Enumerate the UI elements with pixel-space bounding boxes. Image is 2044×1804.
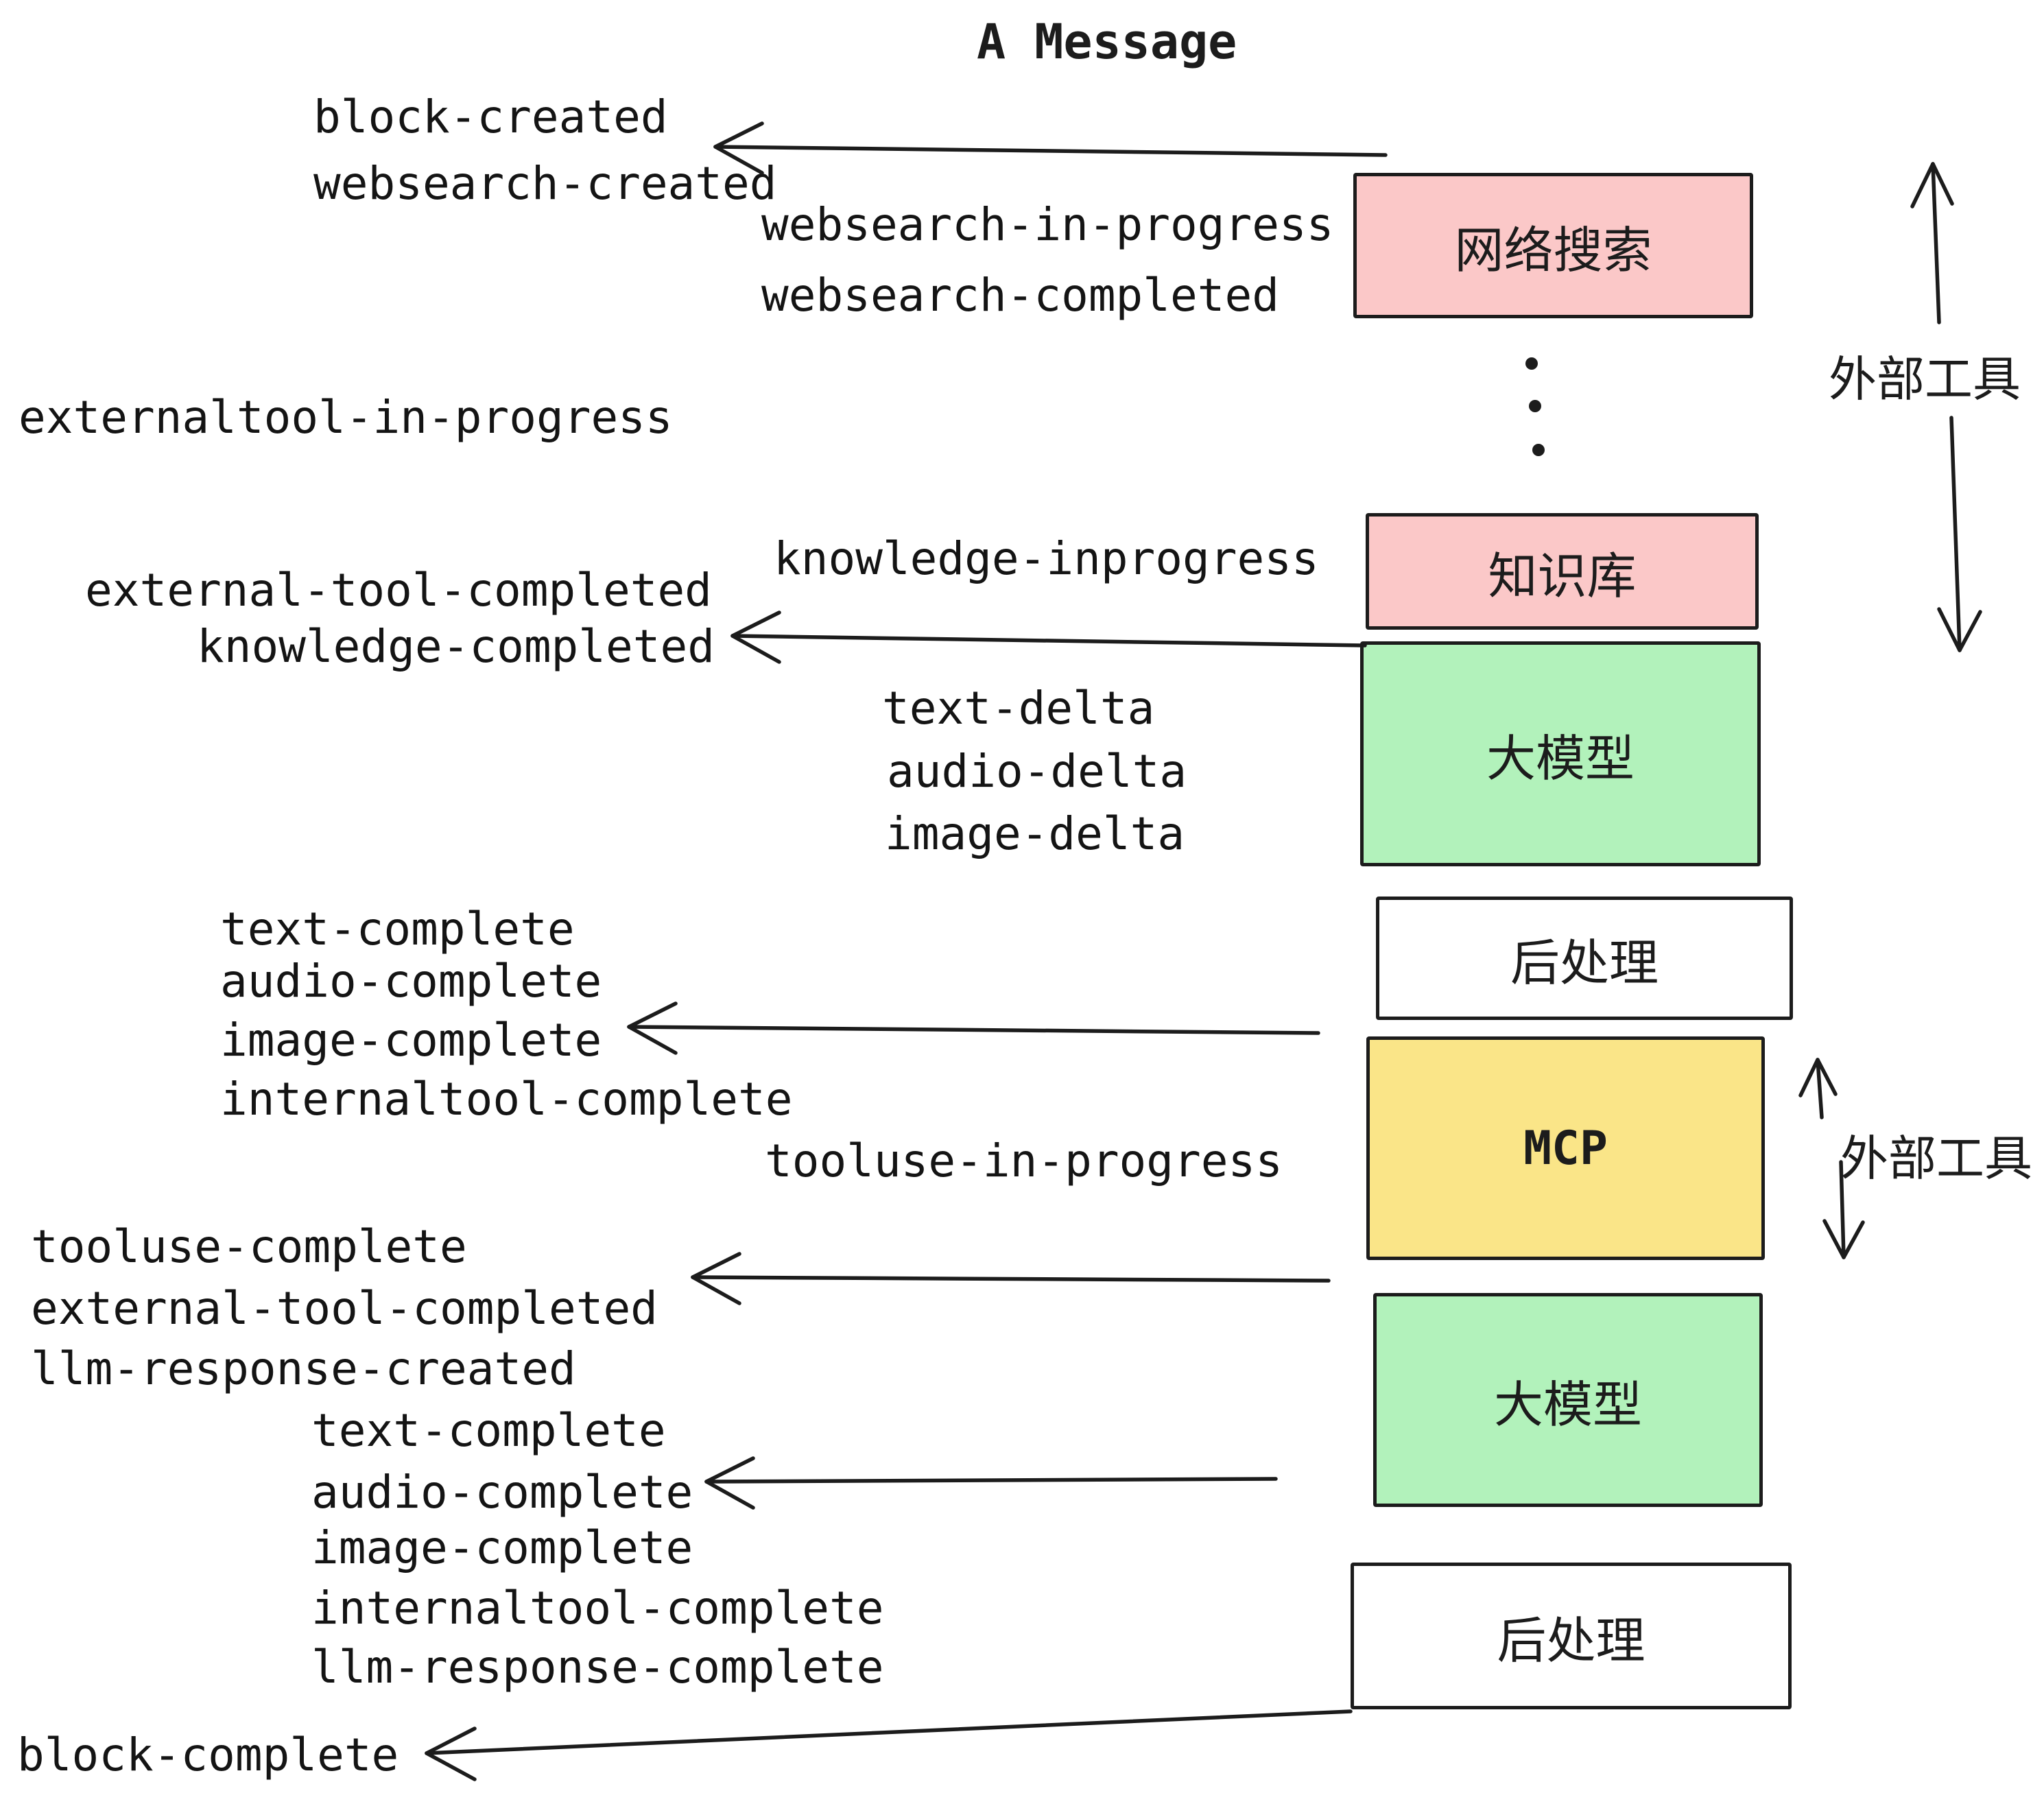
event-label-audio-delta-1: audio-delta	[887, 745, 1187, 798]
side-label-external-tools-2: 外部工具	[1840, 1130, 2032, 1187]
event-label-tooluse-in-progress: tooluse-in-progress	[765, 1135, 1283, 1187]
event-label-externaltool-in-progress: externaltool-in-progress	[19, 391, 673, 444]
arrow-tooluse-complete-icon	[691, 1252, 1331, 1305]
event-label-external-tool-completed-1: external-tool-completed	[85, 564, 712, 617]
event-label-block-complete: block-complete	[17, 1729, 399, 1781]
box-web-search: 网络搜索	[1353, 173, 1753, 318]
event-label-image-delta-1: image-delta	[885, 807, 1185, 860]
box-llm-1: 大模型	[1360, 641, 1761, 866]
box-llm-2: 大模型	[1373, 1293, 1763, 1507]
event-label-image-complete-2: image-complete	[311, 1521, 693, 1574]
event-label-text-complete-2: text-complete	[311, 1404, 666, 1457]
event-label-image-complete-1: image-complete	[220, 1014, 602, 1067]
arrow-block-created-icon	[713, 121, 1388, 175]
diagram-title: A Message	[977, 14, 1237, 70]
event-label-internaltool-complete-1: internaltool-complete	[220, 1073, 793, 1126]
event-label-knowledge-inprogress: knowledge-inprogress	[774, 532, 1319, 585]
external-tools-arrow-up-1-icon	[1910, 162, 1954, 324]
event-label-llm-response-created: llm-response-created	[31, 1342, 576, 1395]
external-tools-arrow-down-1-icon	[1937, 416, 1982, 652]
box-postprocess-1: 后处理	[1376, 897, 1793, 1020]
event-label-text-complete-1: text-complete	[220, 903, 575, 956]
arrow-image-complete-icon	[627, 1001, 1320, 1055]
event-label-audio-complete-1: audio-complete	[220, 955, 602, 1008]
arrow-knowledge-completed-icon	[730, 610, 1367, 664]
event-label-websearch-created: websearch-created	[313, 157, 777, 210]
box-knowledge-base: 知识库	[1366, 513, 1759, 630]
event-label-knowledge-completed: knowledge-completed	[197, 620, 715, 673]
event-label-external-tool-completed-2: external-tool-completed	[31, 1282, 658, 1335]
arrow-audio-complete-icon	[704, 1456, 1278, 1510]
event-label-websearch-in-progress: websearch-in-progress	[761, 198, 1334, 251]
side-label-external-tools-1: 外部工具	[1829, 351, 2021, 407]
event-label-llm-response-complete: llm-response-complete	[311, 1641, 884, 1694]
event-label-block-created: block-created	[313, 91, 668, 143]
event-label-internaltool-complete-2: internaltool-complete	[311, 1582, 884, 1635]
box-postprocess-2: 后处理	[1351, 1563, 1792, 1709]
event-label-websearch-completed: websearch-completed	[761, 269, 1279, 322]
event-label-tooluse-complete: tooluse-complete	[31, 1220, 467, 1273]
box-mcp: MCP	[1366, 1036, 1765, 1260]
event-label-audio-complete-2: audio-complete	[311, 1466, 693, 1519]
ellipsis-dots-icon	[1525, 357, 1545, 456]
event-label-text-delta-1: text-delta	[882, 682, 1155, 735]
external-tools-arrow-up-2-icon	[1798, 1058, 1838, 1119]
arrow-block-complete-icon	[425, 1709, 1353, 1781]
